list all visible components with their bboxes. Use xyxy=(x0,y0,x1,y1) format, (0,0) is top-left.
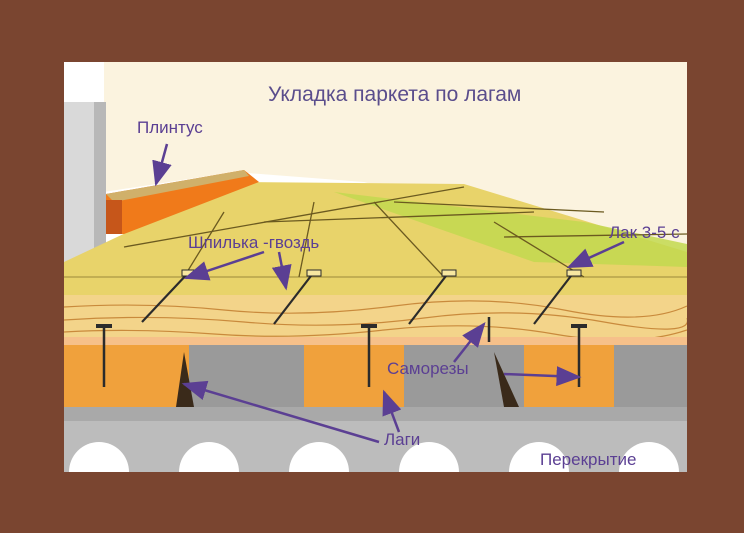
screws xyxy=(102,317,581,387)
label-screws: Саморезы xyxy=(387,359,469,378)
parquet-diagram xyxy=(64,62,687,472)
label-slab: Перекрытие xyxy=(540,450,637,469)
diagram-frame: Укладка паркета по лагам Плинтус Шпилька… xyxy=(64,62,687,472)
background-texture xyxy=(104,62,687,252)
diagram-title: Укладка паркета по лагам xyxy=(268,83,522,106)
joists xyxy=(64,345,687,407)
label-plinth: Плинтус xyxy=(137,118,203,137)
nails xyxy=(141,271,575,325)
slab-holes xyxy=(69,442,679,472)
plywood-layer xyxy=(64,295,687,345)
label-varnish: Лак 3-5 с xyxy=(609,223,680,242)
pointer-arrows xyxy=(152,143,625,444)
label-nail: Шпилька -гвоздь xyxy=(188,233,320,252)
label-joists: Лаги xyxy=(384,430,421,449)
plinth xyxy=(106,170,259,234)
screw-heads xyxy=(96,324,587,328)
